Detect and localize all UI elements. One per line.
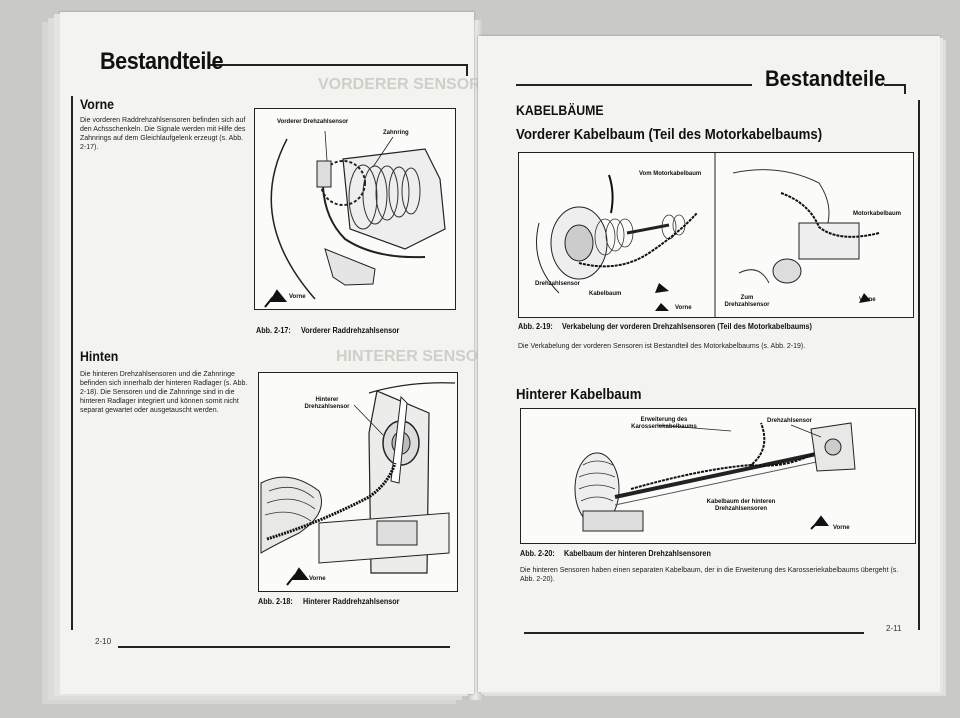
caption-2-19-text: Verkabelung der vorderen Drehzahlsensore… — [562, 322, 812, 331]
label-harness: Kabelbaum — [589, 291, 622, 297]
label-body-harness-extension: Erweiterung des Karosseriekabelbaums — [631, 417, 697, 430]
caption-2-20-text: Kabelbaum der hinteren Drehzahlsensoren — [564, 549, 711, 558]
label-rear-sensor-harness: Kabelbaum der hinteren Drehzahlsensoren — [706, 499, 776, 512]
caption-2-19-number: Abb. 2-19: — [518, 322, 553, 331]
section-heading-kabelbaeume: KABELBÄUME — [516, 102, 604, 118]
label-front-direction: Vorne — [675, 305, 692, 311]
label-rear-sensor: Drehzahlsensor — [767, 418, 813, 424]
right-header-rule-vertical — [904, 84, 906, 94]
front-harness-illustration — [536, 153, 880, 317]
rear-sensor-illustration — [260, 382, 456, 586]
caption-2-20-number: Abb. 2-20: — [520, 549, 555, 558]
caption-2-18-number: Abb. 2-18: — [258, 597, 293, 606]
left-header-rule — [210, 64, 468, 66]
label-front-direction: Vorne — [859, 297, 876, 303]
label-engine-harness: Motorkabelbaum — [853, 211, 902, 217]
subsection-rear-harness: Hinterer Kabelbaum — [516, 386, 642, 403]
label-front-sensor: Vorderer Drehzahlsensor — [277, 119, 349, 125]
figure-2-18: Hinterer Drehzahlsensor Vorne — [258, 372, 458, 592]
right-margin-rule — [918, 100, 920, 630]
right-page-number: 2-11 — [886, 624, 902, 633]
ghost-show-through-1: VORDERER SENSOR — [318, 76, 481, 93]
left-page-number: 2-10 — [95, 637, 112, 646]
left-footer-rule — [118, 646, 450, 648]
label-front-direction: Vorne — [289, 294, 306, 300]
right-header-rule — [516, 84, 752, 86]
caption-2-17-number: Abb. 2-17: — [256, 326, 291, 335]
rear-harness-text: Die hinteren Sensoren haben einen separa… — [520, 567, 899, 583]
hinten-heading: Hinten — [80, 348, 119, 364]
label-tooth-ring: Zahnring — [383, 130, 409, 136]
left-page-title: Bestandteile — [100, 48, 224, 75]
right-header-rule-end — [884, 84, 905, 86]
label-to-sensor: Zum Drehzahlsensor — [724, 295, 770, 308]
caption-2-17-text: Vorderer Raddrehzahlsensor — [301, 326, 400, 335]
right-page — [478, 36, 940, 692]
left-margin-rule — [71, 96, 73, 630]
rear-harness-illustration — [574, 422, 856, 532]
label-rear-sensor: Hinterer Drehzahlsensor — [304, 397, 350, 410]
right-footer-rule — [524, 632, 864, 634]
figure-2-20: Erweiterung des Karosseriekabelbaums Dre… — [520, 408, 916, 544]
ghost-show-through-2: HINTERER SENSOR — [336, 348, 490, 365]
caption-2-18-text: Hinterer Raddrehzahlsensor — [303, 597, 400, 606]
front-sensor-illustration — [264, 130, 446, 308]
left-header-rule-vertical — [466, 64, 468, 76]
label-from-engine-harness: Vom Motorkabelbaum — [639, 171, 702, 177]
label-front-direction: Vorne — [833, 525, 850, 531]
front-harness-text: Die Verkabelung der vorderen Sensoren is… — [518, 343, 806, 350]
figure-2-19: Vom Motorkabelbaum Drehzahlsensor Kabelb… — [518, 152, 914, 318]
right-page-title: Bestandteile — [765, 66, 886, 91]
hinten-body-text: Die hinteren Drehzahlsensoren und die Za… — [80, 371, 248, 414]
figure-2-17: Vorderer Drehzahlsensor Zahnring Vorne — [254, 108, 456, 310]
vorne-body-text: Die vorderen Raddrehzahlsensoren befinde… — [80, 117, 246, 151]
label-front-direction: Vorne — [309, 576, 326, 582]
subsection-front-harness: Vorderer Kabelbaum (Teil des Motorkabelb… — [516, 126, 823, 143]
label-front-sensor: Drehzahlsensor — [535, 281, 581, 287]
vorne-heading: Vorne — [80, 96, 115, 112]
